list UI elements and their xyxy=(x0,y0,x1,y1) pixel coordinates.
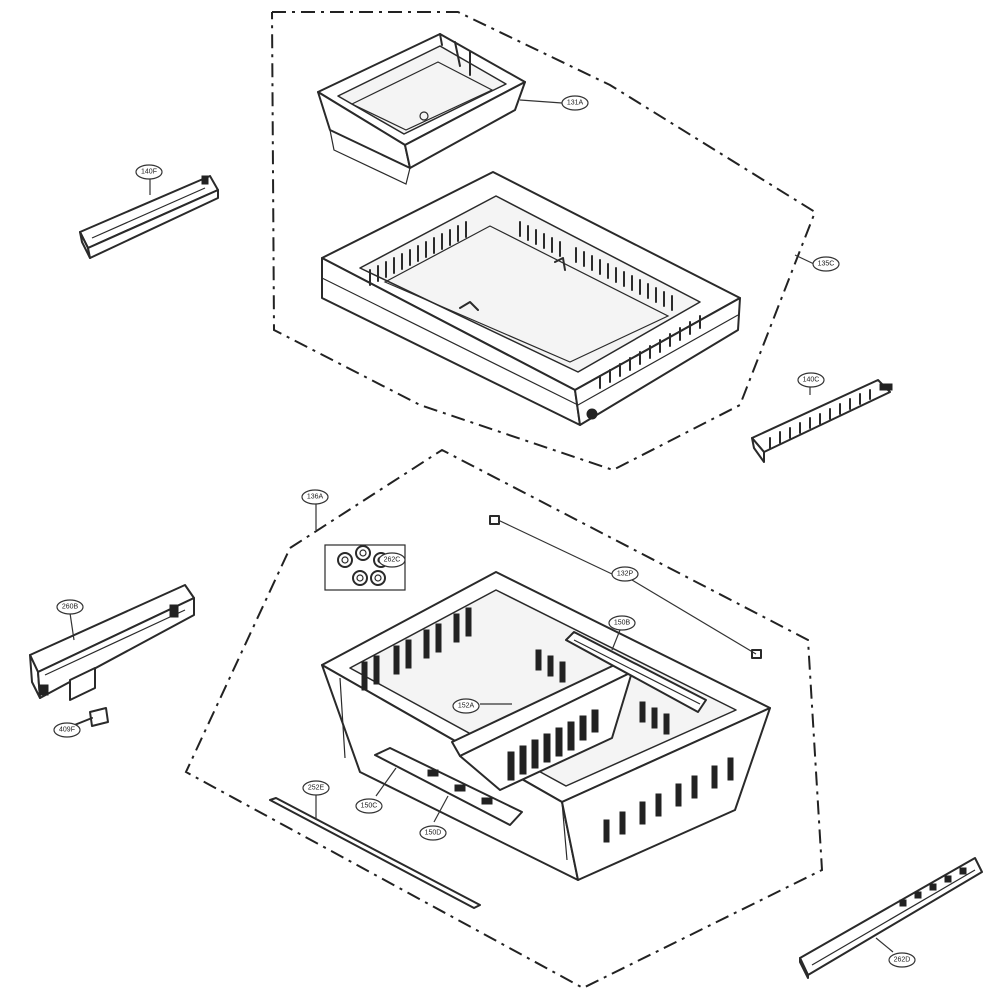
svg-text:262D: 262D xyxy=(894,957,911,964)
svg-text:260B: 260B xyxy=(62,604,79,611)
svg-text:152A: 152A xyxy=(458,703,475,710)
leader-lines xyxy=(69,99,894,953)
rail-140f xyxy=(79,175,219,259)
small-tray xyxy=(317,33,526,185)
svg-text:132P: 132P xyxy=(617,571,634,578)
callout-150b: 150B xyxy=(608,615,636,631)
svg-text:409F: 409F xyxy=(59,727,75,734)
svg-text:131A: 131A xyxy=(567,100,584,107)
upper-basket-vents xyxy=(369,221,701,389)
rail-262d xyxy=(799,857,983,979)
callout-262d: 262D xyxy=(888,952,916,968)
upper-drawer-basket xyxy=(321,171,741,426)
callout-252e: 252E xyxy=(302,780,330,796)
svg-text:140C: 140C xyxy=(803,377,820,384)
rail-140c xyxy=(751,379,893,463)
slider-plate-150c xyxy=(374,747,523,826)
svg-text:262C: 262C xyxy=(384,557,401,564)
svg-text:252E: 252E xyxy=(308,785,325,792)
svg-text:150D: 150D xyxy=(425,830,442,837)
lower-assembly-boundary xyxy=(184,448,824,990)
svg-text:150B: 150B xyxy=(614,620,631,627)
callout-140f: 140F xyxy=(135,164,163,180)
handle-150b xyxy=(565,631,707,713)
callout-150d: 150D xyxy=(419,825,447,841)
callout-150c: 150C xyxy=(355,798,383,814)
upper-assembly-boundary xyxy=(271,11,817,472)
callout-131a: 131A xyxy=(561,95,589,111)
callout-152a: 152A xyxy=(452,698,480,714)
rail-260b xyxy=(29,584,195,701)
callout-409f: 409F xyxy=(53,722,81,738)
callout-136a: 136A xyxy=(301,489,329,505)
callout-135c: 135C xyxy=(812,256,840,272)
callout-140c: 140C xyxy=(797,372,825,388)
svg-text:135C: 135C xyxy=(818,261,835,268)
callout-132p: 132P xyxy=(611,566,639,582)
lower-basket-vents xyxy=(361,607,734,843)
lower-drawer-basket xyxy=(321,571,771,881)
svg-text:150C: 150C xyxy=(361,803,378,810)
strip-252e xyxy=(269,797,481,909)
screw-409f xyxy=(71,707,109,727)
callout-260b: 260B xyxy=(56,599,84,615)
svg-text:136A: 136A xyxy=(307,494,324,501)
divider-152a xyxy=(451,659,633,791)
callout-262c: 262C xyxy=(378,552,406,568)
svg-text:140F: 140F xyxy=(141,169,157,176)
